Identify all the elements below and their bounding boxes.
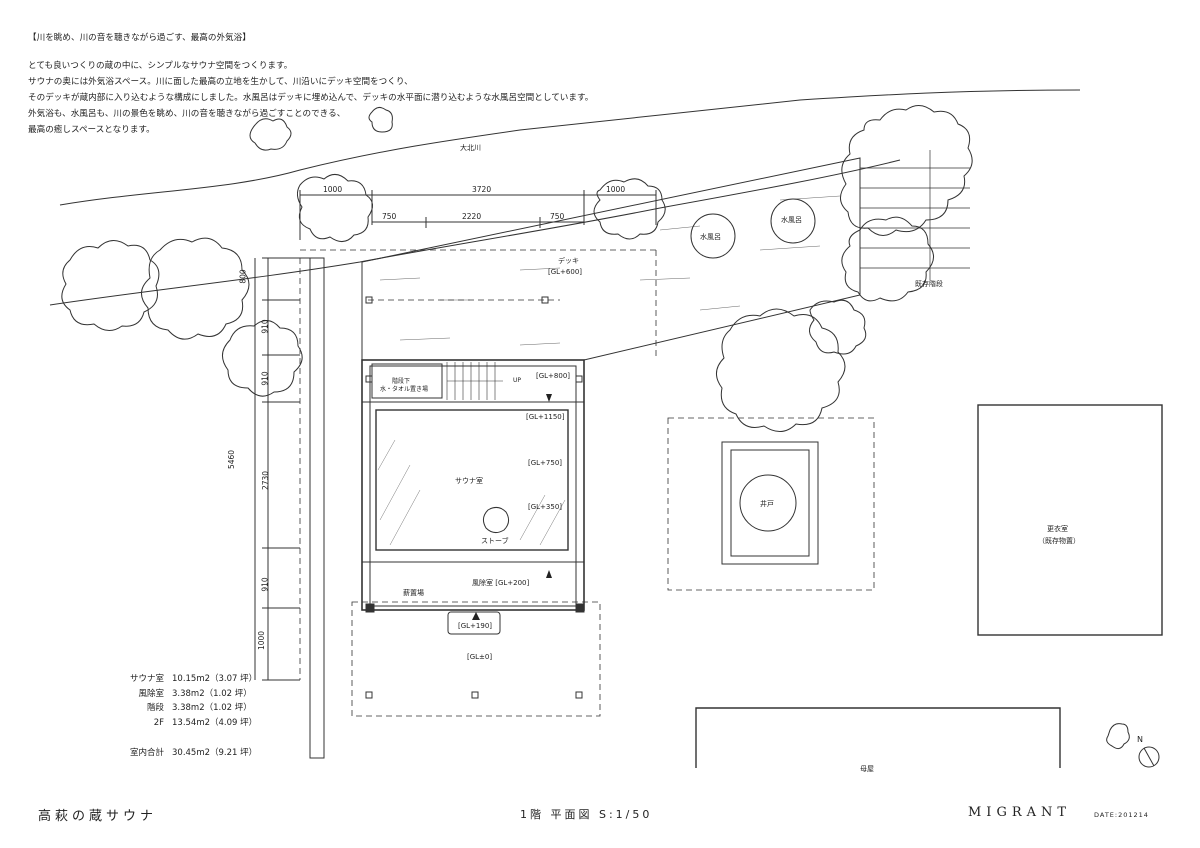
dimension-label: 2730 (261, 470, 271, 491)
vestibule-label: 風除室 [GL+200] (472, 579, 530, 587)
drawing-date: DATE:201214 (1094, 811, 1149, 819)
tree-shape (249, 118, 292, 151)
area-value: 3.38m2（1.02 坪） (172, 703, 252, 713)
project-title: 高萩の蔵サウナ (38, 809, 158, 824)
dimension-label: 910 (260, 577, 270, 592)
level-label: [GL+350] (528, 503, 563, 511)
deck-label: デッキ (558, 257, 579, 265)
tree-shape (809, 299, 867, 355)
tree-shape (368, 106, 393, 133)
deck-level-label: [GL+600] (548, 268, 583, 276)
level-label: [GL±0] (467, 653, 493, 661)
tree-shape (841, 216, 934, 302)
firewood-label: 薪置場 (403, 589, 424, 597)
intro-text: 【川を眺め、川の音を聴きながら過ごす、最高の外気浴】 とても良いつくりの蔵の中に… (28, 30, 593, 138)
deck-outline (361, 157, 861, 361)
under-stairs-label: 階段下 (392, 378, 411, 385)
tree-shape (141, 237, 250, 340)
tree-shape (222, 320, 303, 397)
level-label: [GL+800] (536, 372, 571, 380)
stove-shape (482, 506, 510, 534)
area-row: 風除室 3.38m2（1.02 坪） (70, 687, 257, 702)
level-label: [GL+190] (458, 622, 493, 630)
tree-shape (1106, 723, 1130, 750)
main-house-outline (695, 707, 1061, 768)
up-label: UP (513, 377, 522, 384)
intro-heading: 【川を眺め、川の音を聴きながら過ごす、最高の外気浴】 (28, 33, 251, 43)
sheet-title: 1階 平面図 S:1/50 (520, 808, 653, 821)
area-name: 風除室 (138, 688, 164, 699)
dimension-label: 1000 (257, 630, 267, 651)
area-name: 階段 (146, 703, 164, 713)
mizuburo-circle (770, 198, 816, 244)
dimension-label: 1000 (606, 185, 626, 194)
dimension-label: 5460 (227, 449, 237, 470)
brand-logo: MIGRANT (968, 805, 1072, 820)
well-label: 井戸 (760, 500, 774, 508)
river-label: 大北川 (460, 144, 481, 152)
tree-shape (61, 240, 160, 331)
river-bank-upper (59, 89, 1081, 206)
dimension-label: 3720 (472, 185, 492, 194)
changing-room-outline (977, 404, 1163, 636)
dimension-label: 2220 (462, 212, 482, 221)
sauna-room-outline (375, 409, 569, 551)
kura-walls (361, 359, 585, 611)
dimension-label: 1000 (323, 185, 343, 194)
intro-line: 外気浴も、水風呂も、川の景色を眺め、川の音を聴きながら過ごすことのできる、 (28, 109, 346, 119)
area-name: サウナ室 (129, 674, 164, 684)
level-label: [GL+750] (528, 459, 563, 467)
area-value: 10.15m2（3.07 坪） (172, 674, 258, 684)
well-frame (721, 441, 819, 565)
area-name: 2F (153, 717, 164, 728)
tree-shape (593, 178, 666, 240)
sauna-room-label: サウナ室 (455, 477, 483, 485)
area-row: 2F 13.54m2（4.09 坪） (70, 716, 257, 731)
stove-label: ストーブ (481, 537, 509, 545)
intro-line: サウナの奥には外気浴スペース。川に面した最高の立地を生かして、川沿いにデッキ空間… (28, 77, 413, 87)
river-bank-lower (49, 159, 901, 306)
area-row: サウナ室 10.15m2（3.07 坪） (70, 672, 257, 687)
intro-line: そのデッキが蔵内部に入り込むような構成にしました。水風呂はデッキに埋め込んで、デ… (28, 93, 594, 103)
main-house-label: 母屋 (860, 765, 874, 773)
intro-line: とても良いつくりの蔵の中に、シンプルなサウナ空間をつくります。 (28, 61, 293, 71)
north-label: N (1137, 735, 1143, 744)
intro-line: 最高の癒しスペースとなります。 (28, 125, 155, 135)
area-table: サウナ室 10.15m2（3.07 坪） 風除室 3.38m2（1.02 坪） 階段… (70, 672, 257, 761)
dimension-label: 910 (260, 319, 270, 334)
existing-stairs-label: 既存階段 (915, 280, 943, 288)
mizuburo-label: 水風呂 (700, 233, 721, 241)
dimension-label: 750 (550, 212, 565, 221)
well-circle (739, 474, 797, 532)
dimension-label: 750 (382, 212, 397, 221)
area-value: 3.38m2（1.02 坪） (172, 688, 252, 699)
mizuburo-circle (690, 213, 736, 259)
existing-wall (309, 257, 325, 759)
dimension-label: 910 (260, 371, 270, 386)
area-total-value: 30.45m2（9.21 坪） (172, 748, 258, 758)
dimension-label: 800 (238, 269, 248, 284)
changing-room-sub-label: （既存物置） (1038, 537, 1080, 545)
mizuburo-label: 水風呂 (781, 216, 802, 224)
area-value: 13.54m2（4.09 坪） (172, 717, 258, 728)
area-row: 階段 3.38m2（1.02 坪） (70, 701, 257, 716)
level-label: [GL+1150] (526, 413, 565, 421)
area-total-row: 室内合計 30.45m2（9.21 坪） (70, 746, 257, 761)
changing-room-label: 更衣室 (1047, 525, 1068, 533)
area-total-name: 室内合計 (129, 748, 164, 758)
under-stairs-sub-label: 水・タオル置き場 (380, 386, 429, 393)
tree-shape (716, 308, 846, 432)
